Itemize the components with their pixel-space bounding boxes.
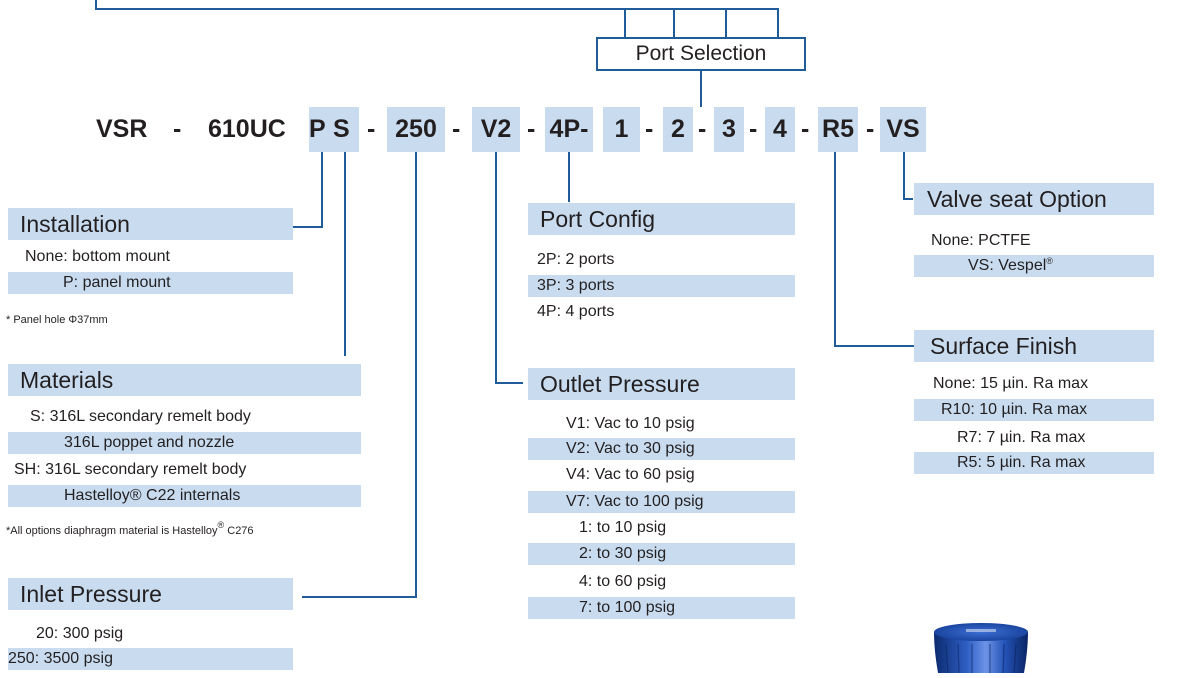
outlet-pressure-option: 4: to 60 psig — [579, 573, 667, 590]
installation-note: * Panel hole Φ37mm — [6, 314, 108, 326]
inlet-pressure-option: 250: 3500 psig — [8, 648, 293, 670]
code-inlet: 250 — [387, 107, 445, 152]
valve-seat-title: Valve seat Option — [914, 183, 1154, 215]
code-dash: - — [866, 115, 875, 143]
code-valve-seat: VS — [880, 107, 926, 152]
installation-option: None: bottom mount — [25, 248, 170, 265]
surface-finish-option: R10: 10 µin. Ra max — [914, 399, 1154, 421]
materials-option: SH: 316L secondary remelt body — [14, 461, 247, 478]
code-installation: P — [309, 107, 333, 152]
materials-note: *All options diaphragm material is Haste… — [6, 520, 254, 538]
code-dash: - — [801, 115, 810, 143]
outlet-pressure-option: V4: Vac to 60 psig — [566, 466, 695, 483]
surface-finish-option: R7: 7 µin. Ra max — [957, 429, 1086, 446]
inlet-pressure-title: Inlet Pressure — [8, 578, 293, 610]
code-port-2: 2 — [663, 107, 693, 152]
code-dash: - — [645, 115, 654, 143]
installation-title: Installation — [8, 208, 293, 240]
code-port-3: 3 — [714, 107, 744, 152]
outlet-pressure-option: V7: Vac to 100 psig — [528, 491, 795, 513]
materials-option: Hastelloy® C22 internals — [8, 485, 361, 507]
port-config-option: 4P: 4 ports — [537, 303, 615, 320]
port-selection-box: Port Selection — [596, 37, 806, 71]
materials-option: 316L poppet and nozzle — [8, 432, 361, 454]
materials-option: S: 316L secondary remelt body — [30, 408, 251, 425]
surface-finish-option: R5: 5 µin. Ra max — [914, 452, 1154, 474]
inlet-pressure-option: 20: 300 psig — [36, 625, 124, 642]
code-port-config: 4P- — [545, 107, 593, 152]
code-port-1: 1 — [603, 107, 640, 152]
code-dash: - — [173, 115, 182, 143]
surface-finish-option: None: 15 µin. Ra max — [933, 375, 1089, 392]
code-outlet: V2 — [472, 107, 520, 152]
code-dash: - — [527, 115, 536, 143]
code-dash: - — [452, 115, 461, 143]
valve-seat-option: VS: Vespel® — [914, 255, 1154, 277]
valve-seat-option: None: PCTFE — [931, 232, 1031, 249]
code-dash: - — [749, 115, 758, 143]
port-config-title: Port Config — [528, 203, 795, 235]
code-dash: - — [367, 115, 376, 143]
code-dash: - — [698, 115, 707, 143]
code-surface-finish: R5 — [818, 107, 858, 152]
code-series: VSR — [96, 115, 148, 143]
port-config-option: 2P: 2 ports — [537, 251, 615, 268]
regulator-knob-photo — [928, 622, 1034, 674]
code-materials: S — [333, 107, 359, 152]
outlet-pressure-option: V2: Vac to 30 psig — [528, 438, 795, 460]
materials-title: Materials — [8, 364, 361, 396]
installation-option: P: panel mount — [8, 272, 293, 294]
outlet-pressure-title: Outlet Pressure — [528, 368, 795, 400]
surface-finish-title: Surface Finish — [914, 330, 1154, 362]
outlet-pressure-option: V1: Vac to 10 psig — [566, 415, 695, 432]
code-port-4: 4 — [765, 107, 795, 152]
outlet-pressure-option: 1: to 10 psig — [579, 519, 667, 536]
code-model: 610UC — [208, 115, 286, 143]
port-config-option: 3P: 3 ports — [528, 275, 795, 297]
outlet-pressure-option: 7: to 100 psig — [528, 597, 795, 619]
outlet-pressure-option: 2: to 30 psig — [528, 543, 795, 565]
